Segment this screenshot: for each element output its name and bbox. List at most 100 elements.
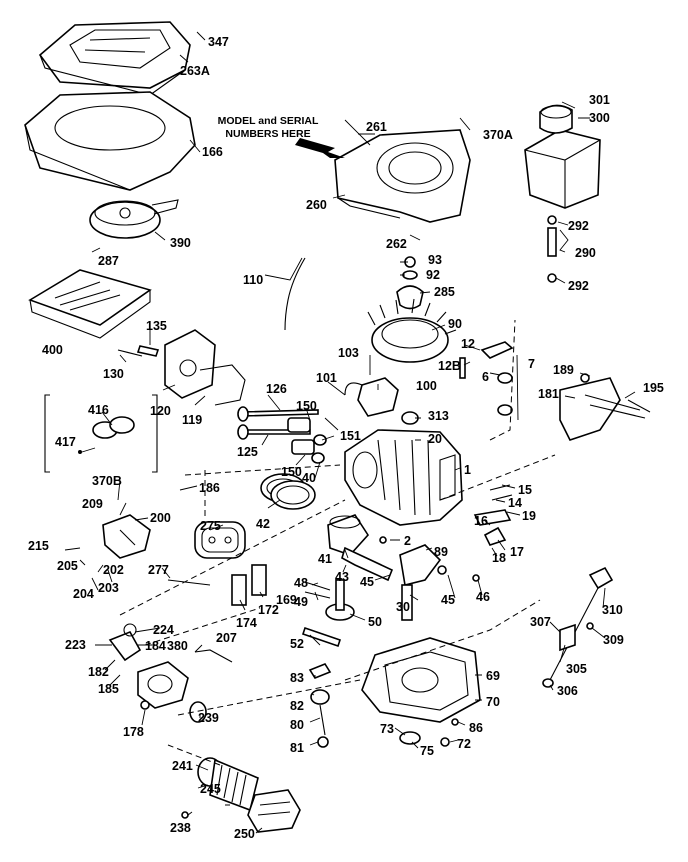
callout: 20 — [428, 432, 442, 446]
part-spring — [459, 357, 466, 379]
part-cylinder-block — [344, 429, 463, 526]
callout: 73 — [380, 722, 394, 736]
callout: 301 — [589, 93, 610, 107]
callout: 209 — [82, 497, 103, 511]
callout: 40 — [302, 471, 316, 485]
callout: 178 — [123, 725, 144, 739]
callout-labels: 347 263A 166 390 287 400 261 370A 260 26… — [28, 35, 664, 841]
part-connecting-rod — [341, 546, 394, 582]
note-line-1: MODEL and SERIAL — [218, 115, 319, 127]
callout: 306 — [557, 684, 578, 698]
callout: 30 — [396, 600, 410, 614]
callout: 46 — [476, 590, 490, 604]
part-screw-130 — [117, 349, 143, 357]
part-engine-shroud — [24, 91, 196, 191]
callout: 12B — [438, 359, 461, 373]
part-washer-81 — [317, 736, 329, 748]
callout: 120 — [150, 404, 171, 418]
callout: 200 — [150, 511, 171, 525]
callout: 80 — [290, 718, 304, 732]
part-carburetor-body — [102, 514, 151, 559]
callout: 6 — [482, 370, 489, 384]
callout: 186 — [199, 481, 220, 495]
part-flywheel-nut — [396, 256, 424, 310]
callout: 52 — [290, 637, 304, 651]
part-plug-72 — [440, 737, 450, 747]
part-governor-bracket — [559, 373, 651, 441]
part-rod — [167, 579, 211, 586]
callout: 307 — [530, 615, 551, 629]
callout: 18 — [492, 551, 506, 565]
callout: 16 — [474, 514, 488, 528]
callout: 205 — [57, 559, 78, 573]
callout: 90 — [448, 317, 462, 331]
callout: 275 — [200, 519, 221, 533]
callout: 189 — [553, 363, 574, 377]
callout: 48 — [294, 576, 308, 590]
part-lock — [437, 565, 447, 575]
callout: 81 — [290, 741, 304, 755]
callout: 174 — [236, 616, 257, 630]
callout: 263A — [180, 64, 210, 78]
callout: 195 — [643, 381, 664, 395]
callout: 135 — [146, 319, 167, 333]
part-piston-rings — [260, 473, 316, 510]
callout: 261 — [366, 120, 387, 134]
part-gasket-172 — [231, 574, 247, 606]
part-crankcase-cover — [361, 637, 481, 723]
callout: 169 — [276, 593, 297, 607]
part-flywheel — [367, 298, 457, 363]
part-tappet — [301, 626, 342, 648]
part-blower-housing — [334, 129, 471, 223]
part-brake-linkage — [473, 484, 513, 546]
callout: 110 — [243, 273, 263, 287]
callout: 380 — [167, 639, 188, 653]
callout: 417 — [55, 435, 76, 449]
callout: 150 — [296, 399, 317, 413]
reference-lines — [119, 319, 556, 766]
callout: 45 — [360, 575, 374, 589]
part-rewind-starter — [89, 199, 179, 239]
callout: 82 — [290, 699, 304, 713]
part-fuel-pump-detail — [44, 394, 158, 473]
part-muffler-assembly — [197, 757, 301, 833]
part-fuel-line — [547, 215, 557, 283]
callout: 223 — [65, 638, 86, 652]
part-air-filter — [28, 269, 152, 339]
callout: 12 — [461, 337, 475, 351]
callout: 207 — [216, 631, 237, 645]
part-air-cleaner-element — [194, 521, 246, 559]
part-intake-plate — [164, 329, 246, 406]
part-gear-82 — [310, 689, 330, 705]
part-dipstick-tube — [542, 566, 614, 688]
part-carburetor — [108, 623, 189, 709]
part-screw-135 — [136, 345, 160, 357]
callout: 181 — [538, 387, 559, 401]
callout: 250 — [234, 827, 255, 841]
part-crankshaft — [399, 544, 442, 621]
callout: 70 — [486, 695, 500, 709]
part-gasket-239 — [189, 701, 207, 723]
callout: 310 — [602, 603, 623, 617]
part-screw-238 — [181, 811, 189, 819]
part-governor-link — [194, 649, 233, 663]
callout: 45 — [441, 593, 455, 607]
callout: 15 — [518, 483, 532, 497]
callout: 126 — [266, 382, 287, 396]
callout: 50 — [368, 615, 382, 629]
part-camshaft — [304, 579, 355, 621]
callout: 224 — [153, 623, 174, 637]
callout: 287 — [98, 254, 119, 268]
part-bushing — [497, 372, 513, 384]
callout: 262 — [386, 237, 407, 251]
callout: 101 — [316, 371, 337, 385]
callout: 313 — [428, 409, 449, 423]
part-plate-83 — [308, 663, 332, 679]
callout: 119 — [182, 413, 202, 427]
callout: 125 — [237, 445, 258, 459]
part-gasket-169 — [251, 564, 267, 596]
part-valve-springs — [287, 417, 327, 464]
callout: 300 — [589, 111, 610, 125]
